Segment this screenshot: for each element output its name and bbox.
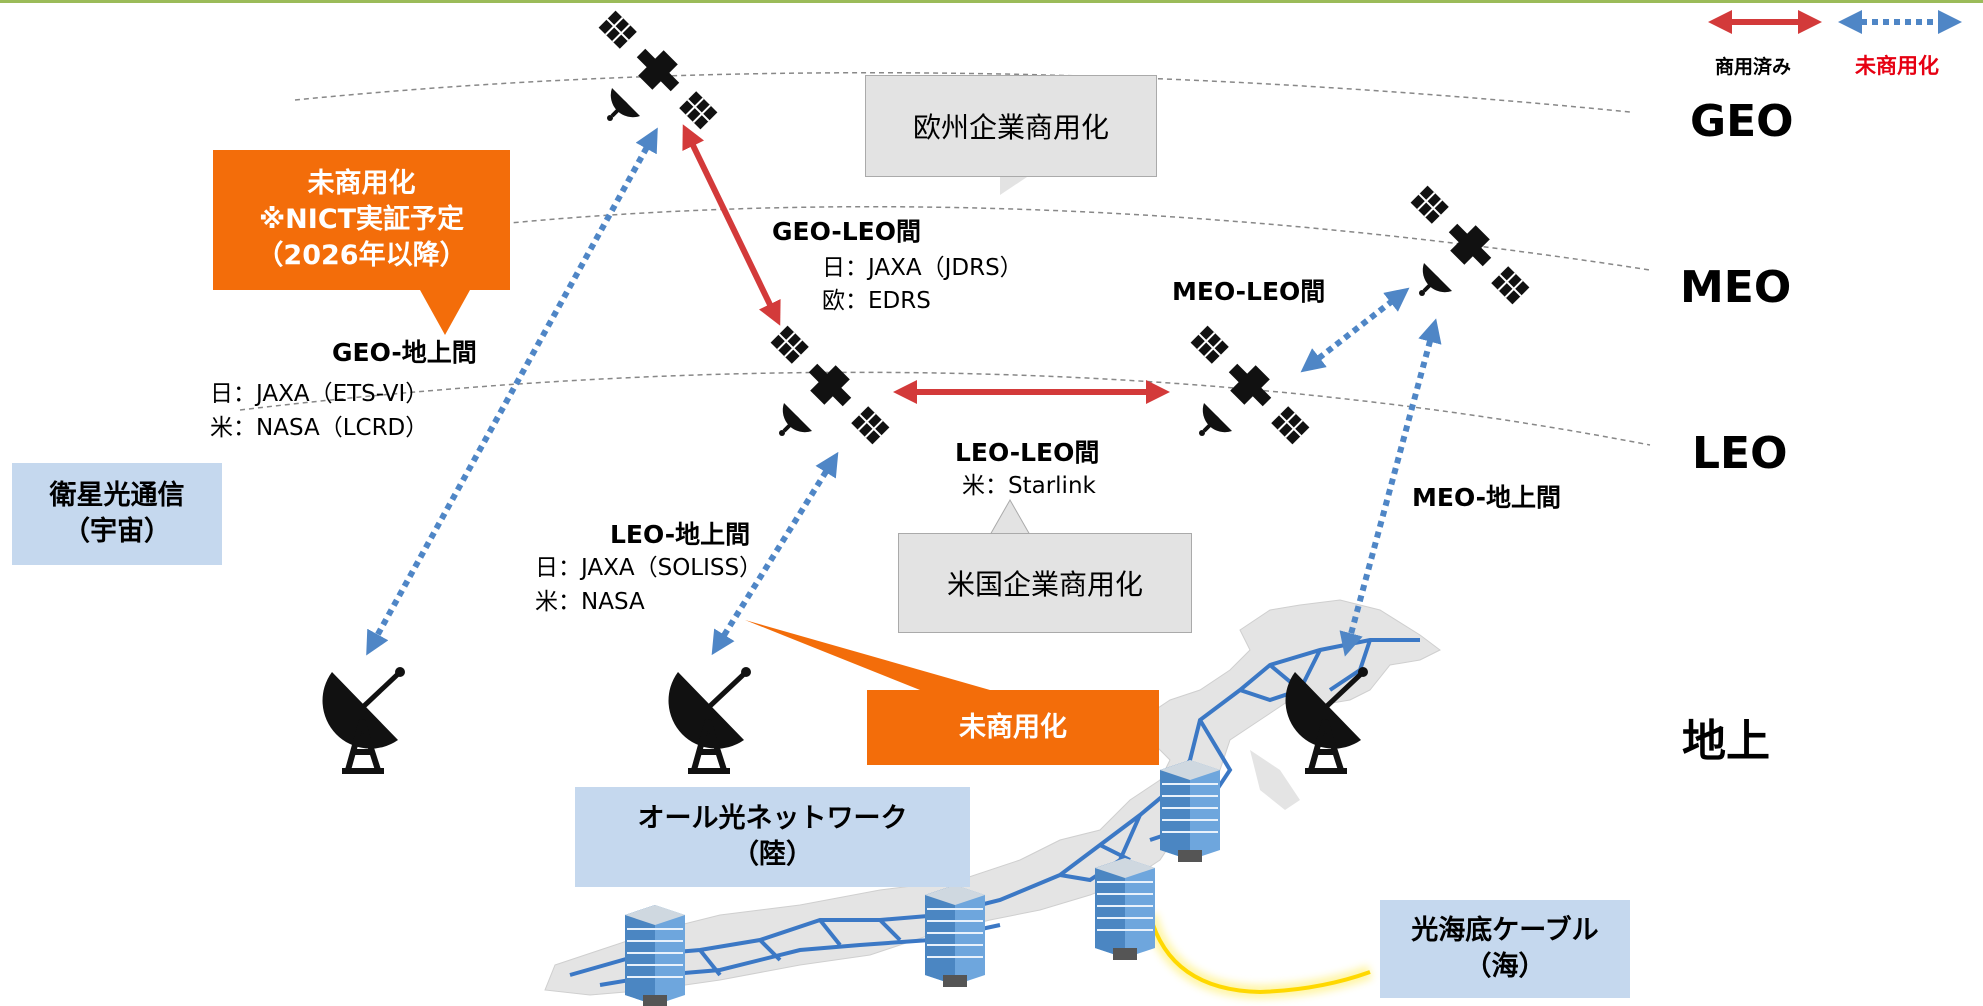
geo-leo-link-arrow <box>682 124 781 326</box>
geo-ground-link-arrow <box>366 127 658 656</box>
sea-optical-box: 光海底ケーブル （海） <box>1380 900 1630 998</box>
ground-label: 地上 <box>1682 716 1770 767</box>
meo-ground-title: MEO-地上間 <box>1412 483 1562 512</box>
leo-ground-title: LEO-地上間 <box>610 520 751 549</box>
office-building-icon <box>1159 759 1221 863</box>
office-building-icon <box>1094 857 1156 961</box>
callout-line: 未商用化 <box>307 168 416 199</box>
meo-orbit-label: MEO <box>1680 262 1792 313</box>
callout-line: （2026年以降） <box>256 240 467 271</box>
europe-commercial-callout: 欧州企業商用化 <box>865 75 1157 177</box>
satellite-dish-small-icon <box>1197 401 1234 438</box>
grey-callout-tail <box>1000 175 1030 195</box>
callout-line: ※NICT実証予定 <box>258 204 465 235</box>
leo-ground-link-arrow <box>711 451 839 656</box>
satellite-dish-small-icon <box>1417 261 1454 298</box>
satellite-dish-icon <box>669 667 751 774</box>
leo-leo-detail-1: 米：Starlink <box>962 473 1096 499</box>
grey-callout-tail <box>989 498 1031 536</box>
box-line: （宇宙） <box>63 516 171 547</box>
satellite-dish-small-icon <box>777 401 814 438</box>
leo-ground-detail-2: 米：NASA <box>535 589 645 615</box>
box-line: （陸） <box>732 839 813 870</box>
office-building-icon <box>624 904 686 1006</box>
geo-leo-detail-1: 日：JAXA（JDRS） <box>822 255 1023 281</box>
box-line: 光海底ケーブル <box>1411 915 1599 946</box>
geo-ground-detail-2: 米：NASA（LCRD） <box>210 415 429 441</box>
geo-orbit-label: GEO <box>1690 96 1794 147</box>
space-optical-box: 衛星光通信 （宇宙） <box>12 463 222 565</box>
satellite-dish-small-icon <box>605 86 642 123</box>
satellite-dish-icon <box>323 667 405 774</box>
meo-leo-title: MEO-LEO間 <box>1172 277 1326 306</box>
geo-orbit-line <box>294 71 1631 113</box>
us-commercial-callout: 米国企業商用化 <box>898 533 1192 633</box>
leo-orbit-line <box>239 371 1651 446</box>
office-building-icon <box>924 884 986 988</box>
leo-leo-title: LEO-LEO間 <box>955 438 1100 467</box>
leo-ground-noncommercial-callout: 未商用化 <box>867 690 1159 765</box>
orange-callout-tail <box>420 290 470 335</box>
geo-ground-title: GEO-地上間 <box>332 338 477 367</box>
box-line: 衛星光通信 <box>49 480 185 511</box>
geo-ground-detail-1: 日：JAXA（ETS-VI） <box>210 381 429 407</box>
leo-orbit-label: LEO <box>1692 428 1788 479</box>
leo-ground-detail-1: 日：JAXA（SOLISS） <box>535 555 763 581</box>
geo-leo-title: GEO-LEO間 <box>772 217 921 246</box>
legend-commercial-label: 商用済み <box>1715 56 1792 78</box>
legend-noncommercial-label: 未商用化 <box>1855 54 1939 78</box>
land-optical-box: オール光ネットワーク （陸） <box>575 787 970 887</box>
submarine-cable <box>1148 914 1371 995</box>
top-rule <box>0 0 1983 3</box>
orange-callout-tail <box>745 620 990 690</box>
geo-ground-noncommercial-callout: 未商用化 ※NICT実証予定 （2026年以降） <box>213 150 510 290</box>
geo-leo-detail-2: 欧：EDRS <box>822 288 931 314</box>
box-line: オール光ネットワーク <box>637 803 908 834</box>
box-line: （海） <box>1464 951 1546 982</box>
